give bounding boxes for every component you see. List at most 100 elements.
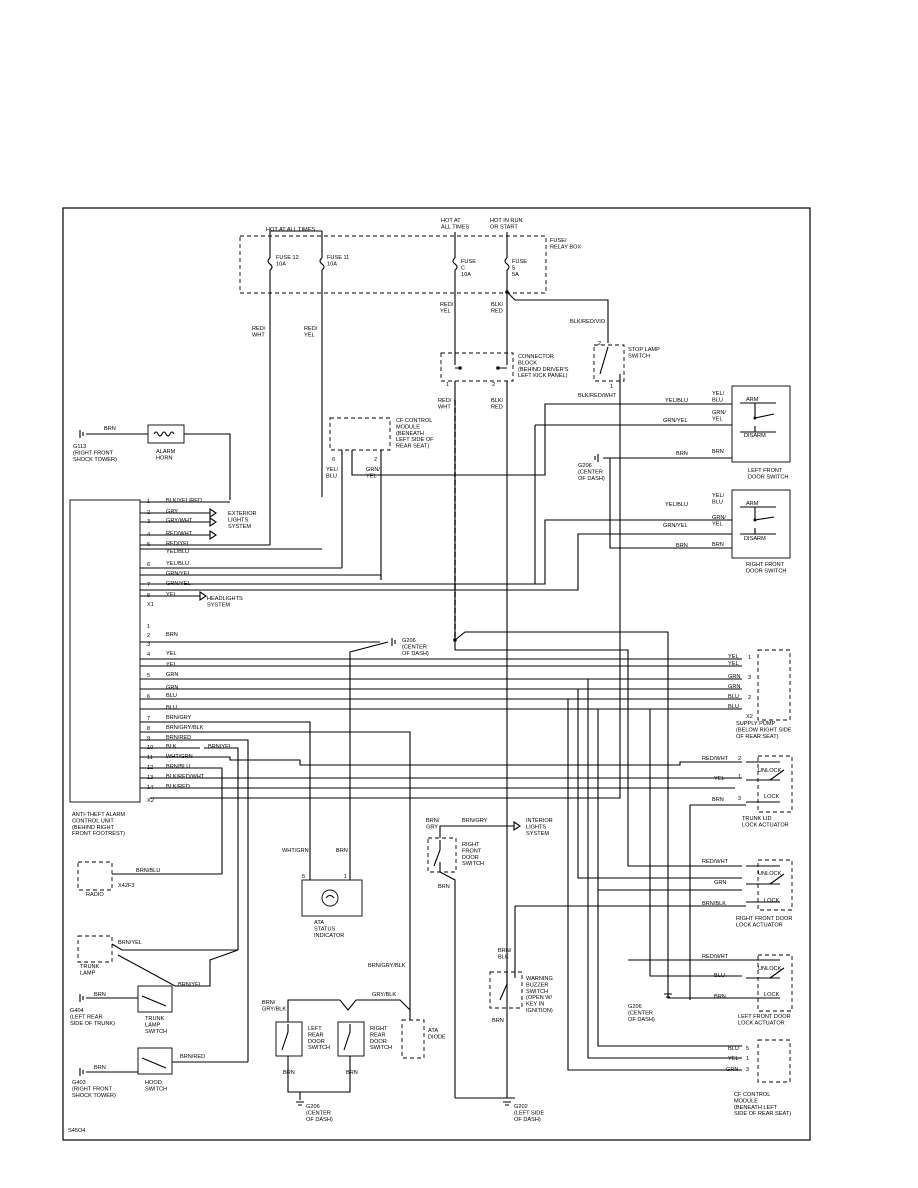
wire-wht-grn: WHT/GRN [282,848,309,854]
wire-brn-rfswitch: BRN [438,884,450,890]
stop-lamp-switch [593,344,625,382]
x1-wire-7: GRN/YEL [166,571,191,577]
lf-switch-arm: ARM [746,397,759,403]
wire-gry-blk: GRY/BLK [372,992,396,998]
pump-wire-2: GRN [728,674,740,680]
pump-wire-1: YEL [728,661,739,667]
rf-switch-w2: GRN/YEL [712,515,726,527]
trunk-lamp [77,935,113,963]
pump-wire-4: BLU [728,694,739,700]
x2-wire-4: YEL [166,662,177,668]
lf-switch-lead3: BRN [676,451,688,457]
cf-module-top-pin-2: 2 [374,457,377,463]
connector-block-pin-1: 1 [446,382,449,388]
wire-brn-horn: BRN [104,426,116,432]
wire-brn-blu: BRN/BLU [136,868,160,874]
control-unit-x1: X1 [147,602,154,608]
radio [77,861,113,891]
lf-switch-w1: YEL/BLU [712,391,725,403]
ground-g206-d [296,1101,304,1106]
cf-control-module-bottom [757,1039,791,1083]
ata-indicator-pin5: 5 [302,874,305,880]
wire-brn-blk: BRN/BLK [498,948,512,960]
wire-red-yel-1: RED/YEL [304,326,318,338]
wire-brn-red: BRN/RED [180,1054,205,1060]
lf-actuator-unlock: UNLOCK [758,966,782,972]
connector-block [440,352,514,382]
x2-pin-13: 11 [147,755,153,761]
rf-actuator-w2: GRN [714,880,726,886]
ground-g206-c [664,993,672,998]
rf-actuator-w1: RED/WHT [702,859,729,865]
pump-wire-5: BLU [728,704,739,710]
alarm-control-unit [69,499,141,803]
trunk-actuator-pin2: 2 [738,756,741,762]
x1-wire-6: YEL/BLU [166,561,189,567]
left-rear-door-switch [275,1021,303,1057]
trunk-actuator-w1: RED/WHT [702,756,729,762]
x2-pin-9: 7 [147,716,150,722]
lf-switch-disarm: DISARM [744,433,766,439]
wire-brn-yel: BRN/YEL [118,940,142,946]
fuse-box-label: FUSE/RELAY BOX [550,238,581,250]
x2-wire-15: BLK/RED/WHT [166,774,205,780]
wire-brn-hood: BRN [94,1065,106,1071]
rf-switch-w1: YEL/BLU [712,493,725,505]
wire-brn-yel-3: BRN/YEL [178,982,202,988]
x2-wire-5: GRN [166,672,178,678]
wire-brn-buzzer: BRN [492,1018,504,1024]
wire-blk-red-vio: BLK/RED/VIO [570,319,606,325]
x1-pin-8: 7 [147,582,150,588]
connector-block-pin-2: 2 [492,382,495,388]
x2-wire-10: BRN/GRY/BLK [166,725,204,731]
cf-module-top-pin-6: 6 [332,457,335,463]
ata-indicator-pin1: 1 [344,874,347,880]
right-front-door-switch [731,489,791,559]
x2-pin-5: 5 [147,673,150,679]
lf-door-lock-actuator [746,954,793,1012]
x2-pin-1: 2 [147,633,150,639]
lf-switch-w2: GRN/YEL [712,410,726,422]
x1-wire-5: YEL/BLU [166,549,189,555]
diagram-frame [62,207,811,1141]
ata-diode [401,1019,425,1059]
wire-brn-lr: BRN [283,1070,295,1076]
x2-pin-0: 1 [147,624,150,630]
wire-brn-gry-top: BRN/GRY [426,818,440,830]
x2-pin-2: 3 [147,642,150,648]
pump-wire-0: YEL [728,654,739,660]
x2-wire-6: GRN [166,685,178,691]
wire-blk-red-1: BLK/RED [491,302,504,314]
x2-pin-11: 9 [147,736,150,742]
trunk-lamp-switch [137,985,173,1013]
wire-grn-yel-cf: GRN/YEL [366,467,380,479]
ata-status-indicator [301,879,363,917]
rf-switch-lead2: GRN/YEL [663,523,688,529]
x1-wire-2: GRY/WHT [166,518,193,524]
rf-actuator-unlock: UNLOCK [758,871,782,877]
rf-switch-lead3: BRN [676,543,688,549]
supply-pump [757,649,791,721]
x1-wire-1: GRY [166,509,178,515]
